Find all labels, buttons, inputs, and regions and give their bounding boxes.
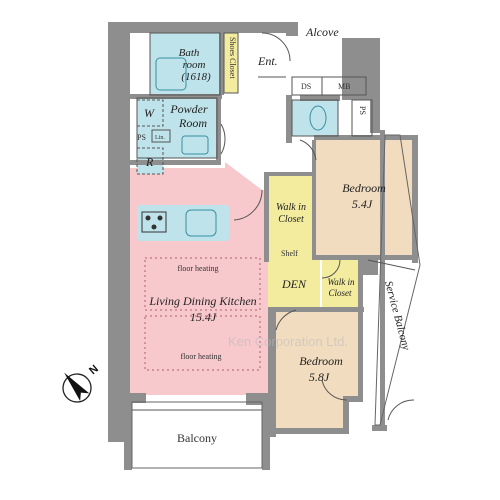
label-refrigerator: R xyxy=(145,155,154,169)
walkin-closet2-floor xyxy=(322,259,360,309)
bathroom-floor xyxy=(150,33,220,95)
label-bathroom-line1: Bath xyxy=(179,47,200,59)
interior-lines xyxy=(131,32,421,469)
label-floor-heating-1: floor heating xyxy=(177,264,218,273)
label-bedroom1-size: 5.4J xyxy=(352,197,373,211)
label-alcove: Alcove xyxy=(305,25,339,39)
label-ds: DS xyxy=(301,82,311,91)
label-shelf: Shelf xyxy=(281,249,298,258)
label-walkin1-line1: Walk in xyxy=(276,202,306,213)
label-linen: Lin. xyxy=(155,135,165,141)
label-powder-line2: Room xyxy=(178,116,207,130)
label-bedroom2-size: 5.8J xyxy=(309,370,330,384)
bedroom1-floor xyxy=(314,138,415,258)
label-walkin2-line2: Closet xyxy=(328,288,352,298)
label-ps-right: PS xyxy=(358,106,367,115)
label-walkin2-line1: Walk in xyxy=(328,277,355,287)
walkin-closet1-floor xyxy=(268,175,314,245)
label-entrance: Ent. xyxy=(257,54,278,68)
label-floor-heating-2: floor heating xyxy=(180,352,221,361)
walls xyxy=(108,22,418,470)
stove-icon xyxy=(145,215,163,230)
label-shoes-closet: Shoes Closet xyxy=(228,37,237,79)
label-walkin1-line2: Closet xyxy=(278,214,304,225)
label-bedroom2-name: Bedroom xyxy=(299,354,343,368)
compass-icon xyxy=(62,372,92,403)
label-powder-line1: Powder xyxy=(169,102,208,116)
label-balcony: Balcony xyxy=(177,431,217,445)
label-den: DEN xyxy=(281,277,307,291)
bedroom2-floor xyxy=(276,310,360,432)
label-mb: MB xyxy=(338,82,350,91)
label-ps-left: PS xyxy=(137,133,146,142)
watermark-text: Ken Corporation Ltd. xyxy=(228,334,348,349)
label-ldk-size: 15.4J xyxy=(190,310,217,324)
kitchen-counter xyxy=(137,205,229,241)
label-bathroom-line2: room xyxy=(183,59,206,71)
label-washer: W xyxy=(144,106,155,120)
shelf-floor xyxy=(268,245,314,259)
label-bedroom1-name: Bedroom xyxy=(342,181,386,195)
shoes-closet-floor xyxy=(224,33,238,93)
compass-north-label: N xyxy=(87,363,101,377)
den-floor xyxy=(268,259,320,309)
label-ldk-name: Living Dining Kitchen xyxy=(148,294,256,308)
toilet-floor xyxy=(292,100,338,136)
label-bathroom-line3: (1618) xyxy=(181,71,211,83)
